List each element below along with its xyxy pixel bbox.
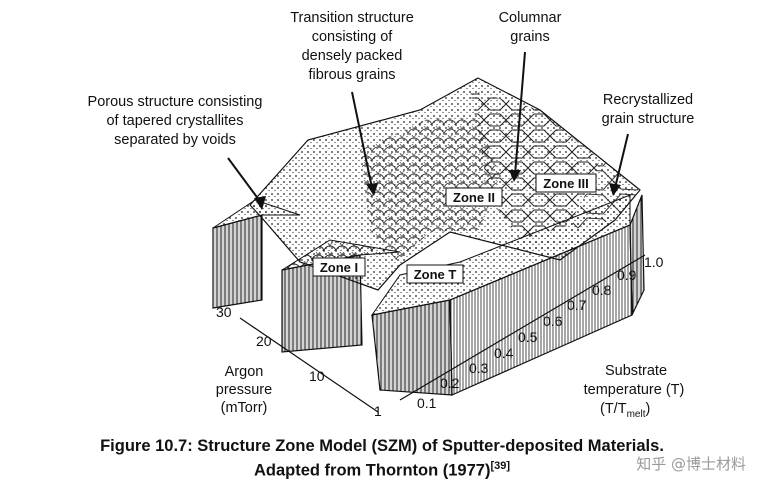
porous-arrowhead	[254, 196, 266, 210]
top-front-slab	[370, 194, 631, 316]
transition-arrow	[351, 91, 373, 189]
temperature-tick: 0.5	[518, 329, 538, 345]
pressure-tick: 30	[216, 304, 232, 320]
temperature-tick: 0.3	[469, 360, 489, 376]
temperature-tick: 0.7	[567, 297, 587, 313]
temperature-tick: 0.2	[440, 375, 460, 391]
temperature-axis: 0.1 0.2 0.3 0.4 0.5 0.6 0.7 0.8 0.9 1.0 …	[399, 254, 685, 420]
pressure-axis-title: (mTorr)	[221, 400, 268, 416]
recrystallized-arrowhead	[609, 183, 621, 196]
zone-2-box	[445, 187, 503, 207]
pressure-axis: 30 20 10 1 Argon pressure (mTorr)	[216, 304, 382, 419]
transition-label: densely packed	[302, 48, 403, 64]
zone-t-surface	[360, 118, 500, 262]
pressure-axis-title: pressure	[216, 382, 272, 398]
pressure-tick: 1	[374, 403, 382, 419]
zone-3-label: Zone III	[543, 176, 589, 191]
transition-label: consisting of	[312, 29, 394, 45]
porous-arrow	[227, 157, 263, 205]
transition-arrowhead	[366, 183, 378, 196]
columnar-arrowhead	[509, 170, 521, 182]
temperature-tick: 1.0	[644, 254, 664, 270]
zone-2-label: Zone II	[453, 190, 495, 205]
pressure-tick: 20	[256, 333, 272, 349]
recrystallized-label: Recrystallized	[603, 92, 693, 108]
zone-3-box	[535, 173, 597, 193]
top-left-prong	[212, 199, 301, 229]
figure-caption-text: Adapted from Thornton (1977)	[253, 461, 491, 480]
columnar-label: Columnar	[499, 10, 562, 26]
pressure-tick: 10	[309, 368, 325, 384]
temperature-tick: 0.9	[617, 267, 637, 283]
zone-labels: Zone I Zone T Zone II Zone III	[312, 173, 597, 284]
temperature-axis-title-part: (T/T	[600, 401, 627, 417]
recrystallized-arrow	[614, 133, 629, 189]
callouts: Porous structure consisting of tapered c…	[88, 10, 695, 210]
temperature-axis-line	[399, 254, 646, 401]
front-face-right-end	[629, 194, 645, 316]
temperature-axis-subscript: melt	[627, 409, 646, 420]
figure-caption-ref: [39]	[490, 460, 511, 472]
temperature-axis-title: Substrate	[605, 363, 667, 379]
watermark: 知乎 @博士材料	[636, 455, 746, 473]
front-face-left-prong	[212, 214, 263, 309]
transition-label: Transition structure	[290, 10, 414, 26]
porous-label: Porous structure consisting	[88, 94, 263, 110]
figure-caption-line1: Figure 10.7: Structure Zone Model (SZM) …	[100, 437, 664, 455]
columnar-arrow	[514, 51, 526, 176]
pressure-axis-line	[239, 317, 379, 413]
transition-label: fibrous grains	[308, 67, 395, 83]
zone-1-box	[312, 257, 366, 277]
temperature-tick: 0.1	[417, 395, 437, 411]
recrystallized-label: grain structure	[602, 111, 695, 127]
figure-caption-line2: Adapted from Thornton (1977)[39]	[0, 460, 764, 481]
temperature-axis-title-part: )	[645, 401, 650, 417]
temperature-tick: 0.4	[494, 345, 514, 361]
columnar-label: grains	[510, 29, 550, 45]
zone-t-label: Zone T	[414, 267, 457, 282]
zone-t-box	[406, 264, 464, 284]
pressure-axis-title: Argon	[225, 364, 264, 380]
temperature-tick: 0.6	[543, 313, 563, 329]
zone-1-label: Zone I	[320, 260, 358, 275]
porous-label: separated by voids	[114, 132, 236, 148]
zone-3-surface	[530, 105, 640, 230]
temperature-axis-title: temperature (T)	[584, 382, 685, 398]
szm-block	[212, 77, 645, 396]
temperature-tick: 0.8	[592, 282, 612, 298]
temperature-axis-title: (T/Tmelt)	[600, 401, 650, 420]
porous-label: of tapered crystallites	[106, 113, 243, 129]
